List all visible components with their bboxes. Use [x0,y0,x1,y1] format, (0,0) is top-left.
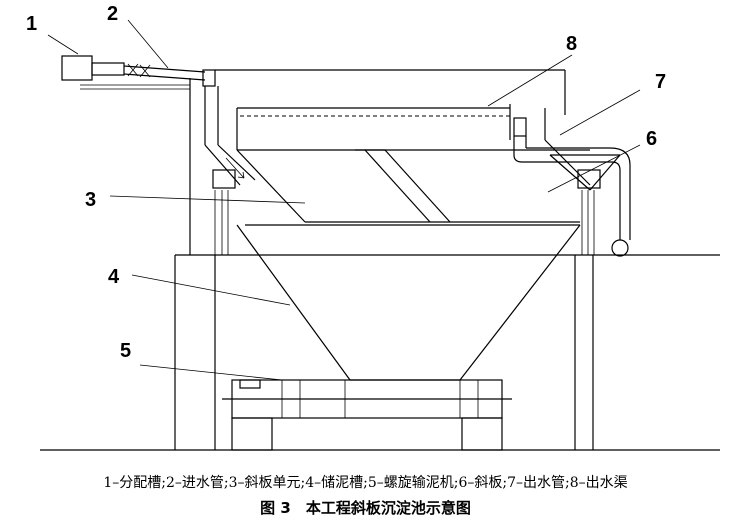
distribution-trough [61,55,190,90]
callout-4: 4 [108,266,120,288]
figure-title: 图 3 本工程斜板沉淀池示意图 [260,499,471,517]
sludge-hopper [236,224,581,381]
screw-conveyor [222,379,512,451]
callout-1: 1 [26,13,37,35]
upper-tank [215,69,590,151]
callout-7: 7 [655,71,666,93]
inclined-plate-units [236,149,580,226]
effluent-channel [237,104,511,140]
support-columns [212,169,601,255]
base-structure [174,78,720,450]
figure-legend: 1–分配槽;2–进水管;3–斜板单元;4–储泥槽;5–螺旋输泥机;6–斜板;7–… [103,475,628,491]
callouts: 1 2 3 4 5 6 7 8 [26,3,666,381]
callout-8: 8 [566,33,577,55]
callout-5: 5 [120,340,131,362]
callout-3: 3 [85,189,96,211]
callout-2: 2 [107,3,118,25]
inlet-pipe [123,63,256,186]
callout-6: 6 [646,128,657,150]
